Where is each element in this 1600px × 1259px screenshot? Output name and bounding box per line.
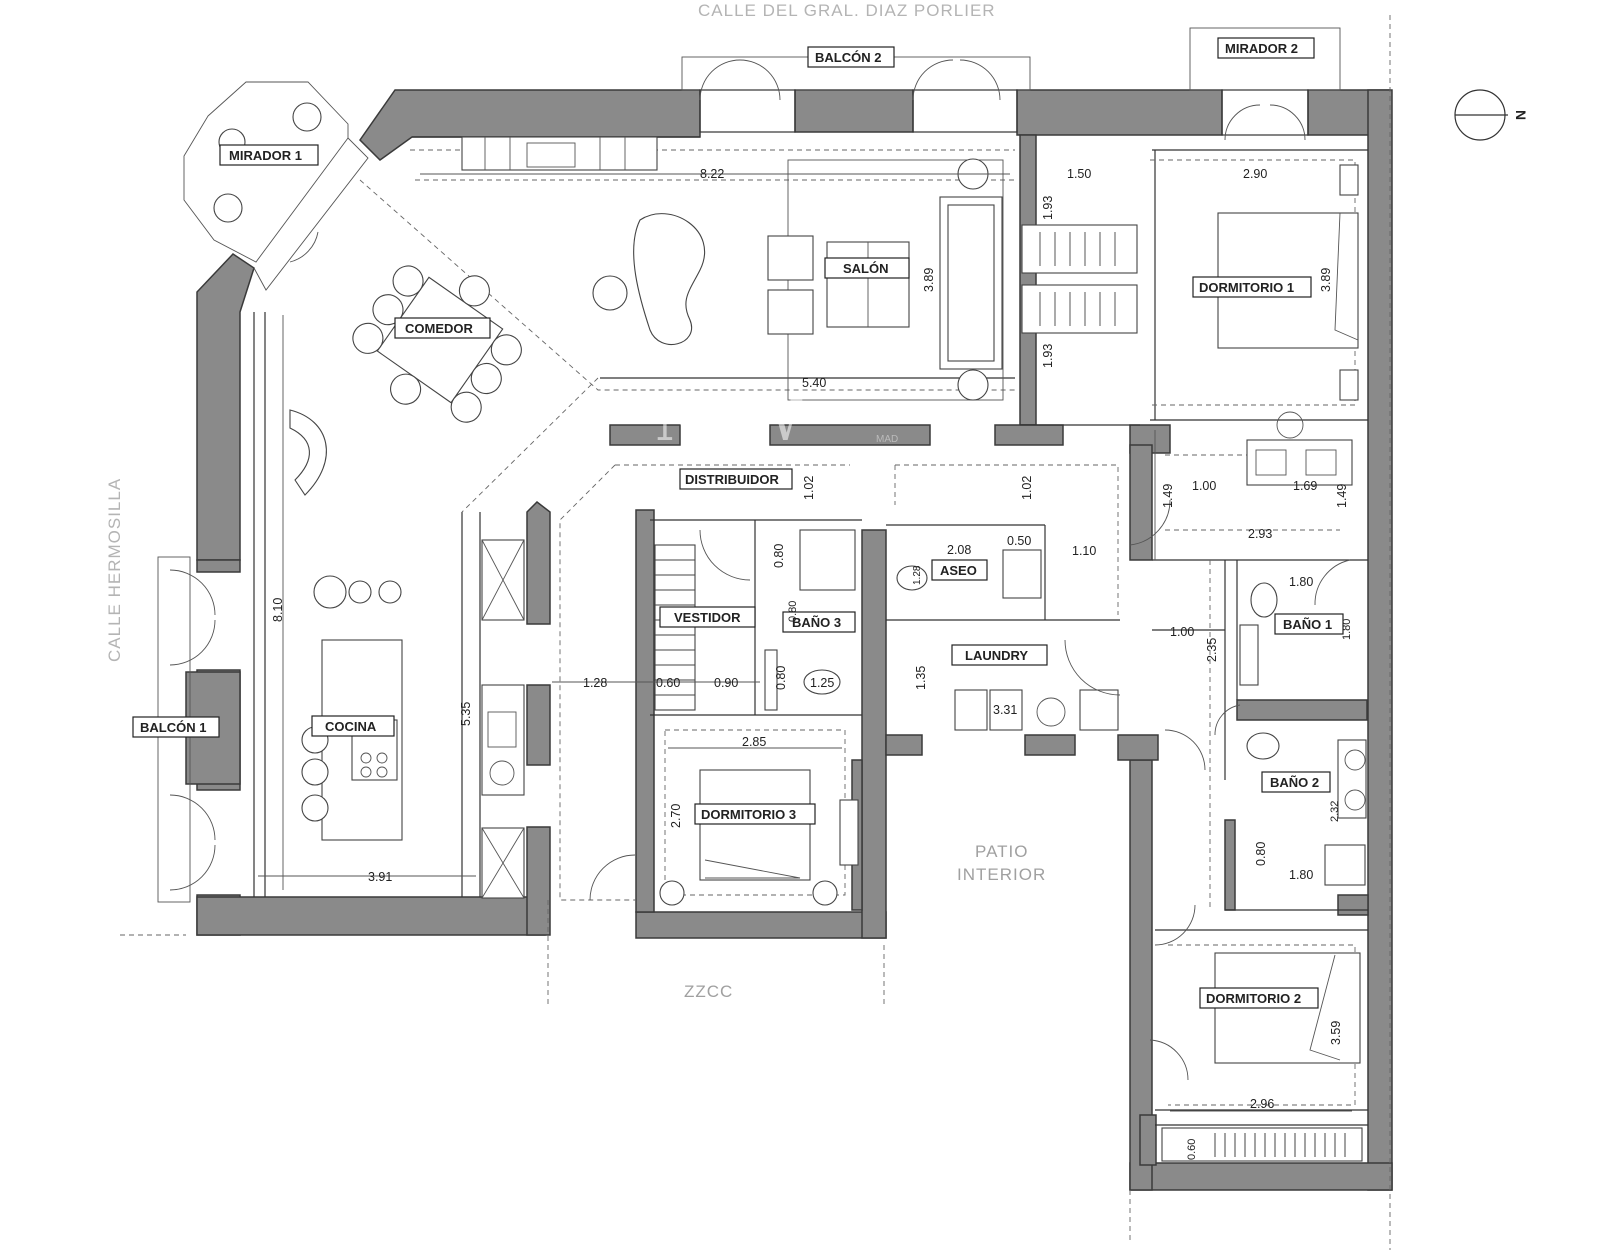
room-label-bano1: BAÑO 1	[1274, 613, 1344, 635]
dim-aseo-niche: 0.50	[1007, 534, 1031, 548]
dimension-labels: 8.22 3.89 5.40 1.50 1.93 1.93 2.90 3.89 …	[258, 167, 1353, 1160]
patio-label-line1: PATIO	[975, 842, 1029, 861]
dim-vest-c: 0.90	[714, 676, 738, 690]
room-label-comedor: COMEDOR	[394, 317, 491, 339]
patio-label-line2: INTERIOR	[957, 865, 1046, 884]
svg-text:BAÑO 3: BAÑO 3	[792, 615, 841, 630]
dim-salon-width: 8.22	[700, 167, 724, 181]
svg-text:BALCÓN 2: BALCÓN 2	[815, 50, 881, 65]
dim-dorm2-w: 2.96	[1250, 1097, 1274, 1111]
room-label-dormitorio2: DORMITORIO 2	[1199, 987, 1319, 1009]
interior-lines	[253, 136, 1368, 1126]
room-label-distribuidor: DISTRIBUIDOR	[679, 468, 793, 490]
room-label-laundry: LAUNDRY	[951, 644, 1048, 666]
dim-dorm3-w: 2.85	[742, 735, 766, 749]
compass-label: N	[1513, 110, 1529, 120]
room-label-cocina: COCINA	[311, 715, 395, 737]
svg-text:MIRADOR 2: MIRADOR 2	[1225, 41, 1298, 56]
dim-cocina-width: 3.91	[368, 870, 392, 884]
svg-text:LAUNDRY: LAUNDRY	[965, 648, 1028, 663]
dim-hall-g: 2.35	[1205, 638, 1219, 662]
dim-hall-b: 1.69	[1293, 479, 1317, 493]
dim-hall-a: 1.00	[1192, 479, 1216, 493]
dim-dist-a: 1.02	[802, 476, 816, 500]
dim-hall-e: 2.93	[1248, 527, 1272, 541]
dim-aseo-width: 2.08	[947, 543, 971, 557]
street-north-label: CALLE DEL GRAL. DIAZ PORLIER	[698, 1, 996, 20]
room-label-mirador1: MIRADOR 1	[219, 144, 319, 166]
doors	[289, 231, 1351, 1081]
dim-laundry-depth: 1.35	[914, 666, 928, 690]
svg-text:COCINA: COCINA	[325, 719, 377, 734]
zzcc-label: ZZCC	[684, 982, 733, 1001]
room-label-bano2: BAÑO 2	[1261, 771, 1331, 793]
dim-laundry-w: 3.31	[993, 703, 1017, 717]
room-label-dormitorio3: DORMITORIO 3	[694, 803, 816, 825]
compass-icon: N	[1454, 89, 1529, 141]
dim-cocina-depth: 8.10	[271, 598, 285, 622]
room-label-salon: SALÓN	[824, 257, 910, 279]
dim-dorm1-depth: 3.89	[1319, 268, 1333, 292]
svg-text:VESTIDOR: VESTIDOR	[674, 610, 741, 625]
dim-dorm2-d: 3.59	[1329, 1021, 1343, 1045]
svg-text:DORMITORIO 2: DORMITORIO 2	[1206, 991, 1301, 1006]
dim-bano2-e: 0.80	[1254, 842, 1268, 866]
dim-vest-a: 1.28	[583, 676, 607, 690]
street-west-label: CALLE HERMOSILLA	[105, 478, 124, 662]
svg-text:BAÑO 1: BAÑO 1	[1283, 617, 1332, 632]
watermark-text: NEW	[655, 389, 803, 454]
dim-dorm3-d: 2.70	[669, 804, 683, 828]
dim-bano2-d: 2.32	[1329, 801, 1341, 822]
dim-closet-depth-bottom: 1.93	[1041, 344, 1055, 368]
furniture	[289, 136, 1367, 1162]
dim-vest-b: 0.60	[656, 676, 680, 690]
watermark-sub: MAD	[876, 434, 898, 445]
room-label-bano3: BAÑO 3	[782, 611, 856, 633]
dim-bano3-b: 0.80	[787, 601, 799, 622]
dim-aseo-side: 1.10	[1072, 544, 1096, 558]
exterior-walls	[185, 89, 1393, 1191]
dim-bano1-w: 1.80	[1289, 575, 1313, 589]
svg-text:DORMITORIO 3: DORMITORIO 3	[701, 807, 796, 822]
room-label-balcon1: BALCÓN 1	[132, 716, 220, 738]
svg-text:BAÑO 2: BAÑO 2	[1270, 775, 1319, 790]
dim-closet-width: 1.50	[1067, 167, 1091, 181]
svg-text:COMEDOR: COMEDOR	[405, 321, 474, 336]
dim-salon-depth: 3.89	[922, 268, 936, 292]
svg-text:ASEO: ASEO	[940, 563, 977, 578]
room-label-vestidor: VESTIDOR	[659, 606, 756, 628]
dim-corridor: 5.35	[459, 702, 473, 726]
dim-bano1-d: 1.80	[1341, 619, 1353, 640]
dim-hall-d: 1.49	[1335, 484, 1349, 508]
dim-closet-depth-top: 1.93	[1041, 196, 1055, 220]
svg-text:MIRADOR 1: MIRADOR 1	[229, 148, 302, 163]
dim-bano3-w: 1.25	[810, 676, 834, 690]
dim-bano3-a: 0.80	[772, 544, 786, 568]
room-label-aseo: ASEO	[931, 559, 988, 581]
room-label-dormitorio1: DORMITORIO 1	[1192, 276, 1312, 298]
dim-dorm1-width: 2.90	[1243, 167, 1267, 181]
svg-text:SALÓN: SALÓN	[843, 261, 889, 276]
dim-hall-f: 1.00	[1170, 625, 1194, 639]
svg-text:BALCÓN 1: BALCÓN 1	[140, 720, 206, 735]
room-label-mirador2: MIRADOR 2	[1217, 37, 1315, 59]
dim-bano3-c: 0.80	[774, 666, 788, 690]
svg-text:DISTRIBUIDOR: DISTRIBUIDOR	[685, 472, 780, 487]
dim-hall-c: 1.49	[1161, 484, 1175, 508]
room-label-balcon2: BALCÓN 2	[807, 46, 895, 68]
dim-bano2-w: 1.80	[1289, 868, 1313, 882]
dim-dist-b: 1.02	[1020, 476, 1034, 500]
dim-aseo-depth: 1.28	[912, 565, 923, 585]
dim-dorm2-closet: 0.60	[1186, 1139, 1198, 1160]
dim-salon-inner: 5.40	[802, 376, 826, 390]
svg-text:DORMITORIO 1: DORMITORIO 1	[1199, 280, 1294, 295]
